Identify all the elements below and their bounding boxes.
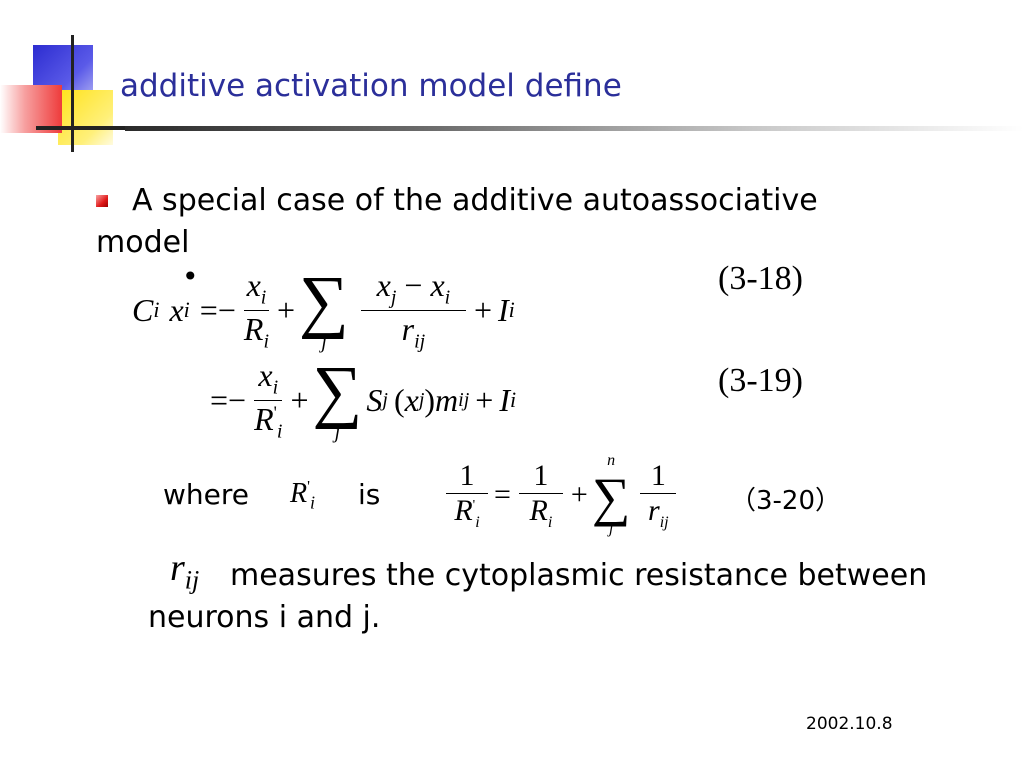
r-ij-description: measures the cytoplasmic resistance betw… [148, 558, 928, 635]
equation-label-3-19: (3-19) [718, 362, 803, 399]
logo-horizontal-line [36, 126, 126, 130]
logo-vertical-line [71, 35, 74, 152]
where-text: where [163, 478, 249, 511]
equation-label-3-18: (3-18) [718, 260, 803, 297]
r-prime-i-symbol: R'i [290, 478, 316, 513]
title-rule [125, 126, 1024, 131]
bullet-icon [96, 195, 108, 207]
equation-label-3-20: （3-20） [730, 486, 842, 516]
bullet-text: A special case of the additive autoassoc… [96, 183, 818, 260]
logo-yellow-square [58, 90, 113, 145]
sub-bullet-dot: • [182, 260, 199, 293]
slide-title: additive activation model define [120, 68, 622, 104]
is-text: is [358, 478, 381, 511]
slide-date: 2002.10.8 [806, 714, 893, 734]
logo-red-bar [0, 85, 62, 133]
equation-3-20: 1 R'i = 1 Ri + n ∑ j 1 rij [440, 445, 682, 545]
r-ij-symbol: rij [170, 547, 200, 595]
